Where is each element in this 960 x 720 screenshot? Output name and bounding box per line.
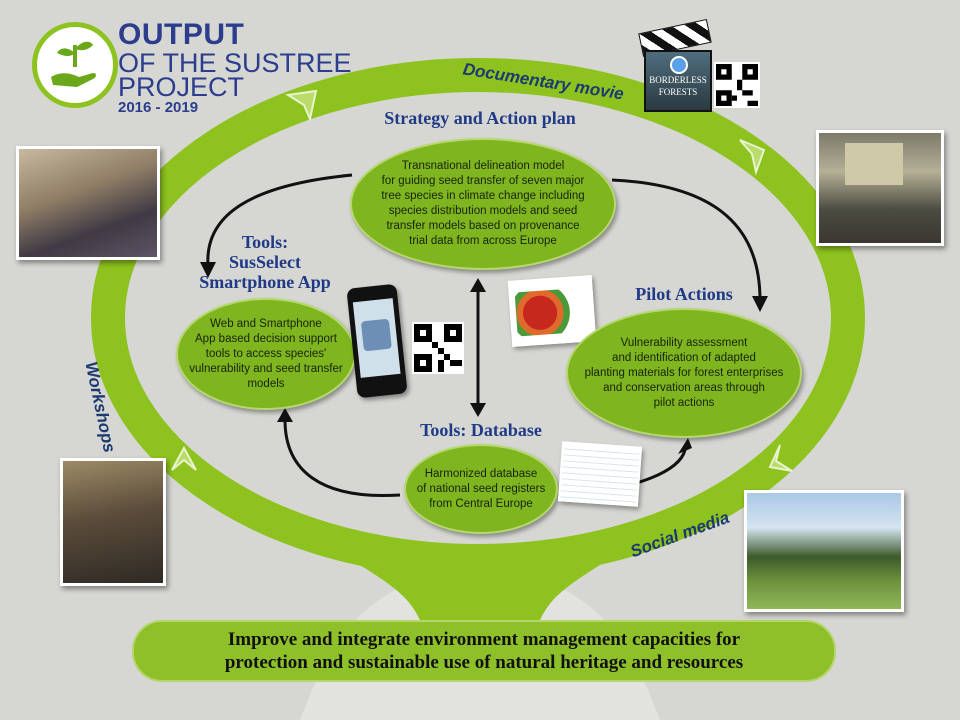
europe-map-image xyxy=(507,275,597,347)
project-logo xyxy=(32,22,118,108)
movie-poster[interactable]: BORDERLESS FORESTS xyxy=(644,50,712,112)
strategy-heading: Strategy and Action plan xyxy=(384,108,576,128)
movie-poster-line2: FORESTS xyxy=(658,87,698,97)
play-icon[interactable] xyxy=(670,56,688,74)
presentation-photo xyxy=(816,130,944,246)
pilot-text-line: Vulnerability assessment xyxy=(620,336,748,349)
workshop-photo-2 xyxy=(60,458,166,586)
cycle-ring xyxy=(91,58,865,578)
tools-app-heading-line3: Smartphone App xyxy=(199,272,331,292)
arrowhead-icon xyxy=(470,403,486,417)
arrow-strategy-to-pilot xyxy=(611,178,762,301)
qr-code-app[interactable] xyxy=(412,322,464,374)
database-heading: Tools: Database xyxy=(420,420,542,440)
qr-code-movie[interactable] xyxy=(714,62,760,108)
database-text-line: from Central Europe xyxy=(429,497,533,510)
arrowhead-icon xyxy=(752,296,768,312)
database-spreadsheet-image xyxy=(558,441,642,507)
tools-app-text-line: vulnerability and seed transfer xyxy=(189,362,343,375)
database-text-line: of national seed registers xyxy=(416,482,546,495)
pilot-text-line: and identification of adapted xyxy=(612,351,756,364)
flow-arrows xyxy=(206,173,762,498)
database-text-line: Harmonized database xyxy=(424,467,538,480)
tools-app-text-line: Web and Smartphone xyxy=(210,317,322,330)
logo-title-line3: PROJECT xyxy=(118,72,245,102)
database-bubble: Harmonized database of national seed reg… xyxy=(404,444,558,534)
arrowhead-icon xyxy=(678,438,692,454)
strategy-text-line: tree species in climate change including xyxy=(381,190,585,202)
chevron-icon xyxy=(768,444,793,472)
arrowhead-icon xyxy=(470,278,486,292)
logo-years: 2016 - 2019 xyxy=(118,99,199,116)
tools-app-text-line: App based decision support xyxy=(195,332,337,345)
strategy-bubble: Transnational delineation model for guid… xyxy=(350,138,616,270)
tools-app-text-line: models xyxy=(247,377,285,390)
logo-title-line1: OUTPUT xyxy=(118,18,245,51)
tools-app-text-line: tools to access species' xyxy=(205,347,327,360)
bottom-goal-bar: Improve and integrate environment manage… xyxy=(132,620,836,682)
tools-app-heading-line1: Tools: xyxy=(241,232,289,252)
ring-chevrons xyxy=(171,89,793,472)
movie-poster-line1: BORDERLESS xyxy=(649,75,707,85)
strategy-text-line: transfer models based on provenance xyxy=(386,220,580,232)
arrow-heads xyxy=(200,262,768,454)
tools-app-bubble: Web and Smartphone App based decision su… xyxy=(176,298,356,410)
strategy-text-line: species distribution models and seed xyxy=(388,205,578,217)
strategy-text-line: Transnational delineation model xyxy=(401,160,565,172)
chevron-icon xyxy=(171,445,197,471)
strategy-text-line: trial data from across Europe xyxy=(409,235,557,247)
pilot-text-line: planting materials for forest enterprise… xyxy=(584,366,784,379)
chevron-icon xyxy=(285,89,318,123)
pilot-bubble: Vulnerability assessment and identificat… xyxy=(566,308,802,438)
group-photo xyxy=(744,490,904,612)
strategy-text-line: for guiding seed transfer of seven major xyxy=(381,175,585,187)
logo-title-line2: OF THE SUSTREE xyxy=(118,48,352,78)
ring-stem xyxy=(360,565,600,620)
qr-code-icon xyxy=(716,64,758,106)
arrow-database-to-app xyxy=(283,419,401,498)
workshop-photo-1 xyxy=(16,146,160,260)
arrowhead-icon xyxy=(200,262,216,278)
hand-sprout-icon xyxy=(51,41,96,87)
pilot-text-line: and conservation areas through xyxy=(603,381,765,394)
tools-app-heading: Tools: SusSelect Smartphone App xyxy=(180,232,350,292)
pilot-heading: Pilot Actions xyxy=(635,284,733,304)
tools-app-heading-line2: SusSelect xyxy=(229,252,301,272)
arrowhead-icon xyxy=(277,408,293,422)
bottom-goal-line1: Improve and integrate environment manage… xyxy=(227,629,741,650)
qr-code-icon xyxy=(414,324,462,372)
chevron-icon xyxy=(739,139,766,176)
arrow-strategy-to-app xyxy=(206,173,353,266)
bottom-goal-line2: protection and sustainable use of natura… xyxy=(224,652,744,673)
pilot-text-line: pilot actions xyxy=(653,396,715,409)
